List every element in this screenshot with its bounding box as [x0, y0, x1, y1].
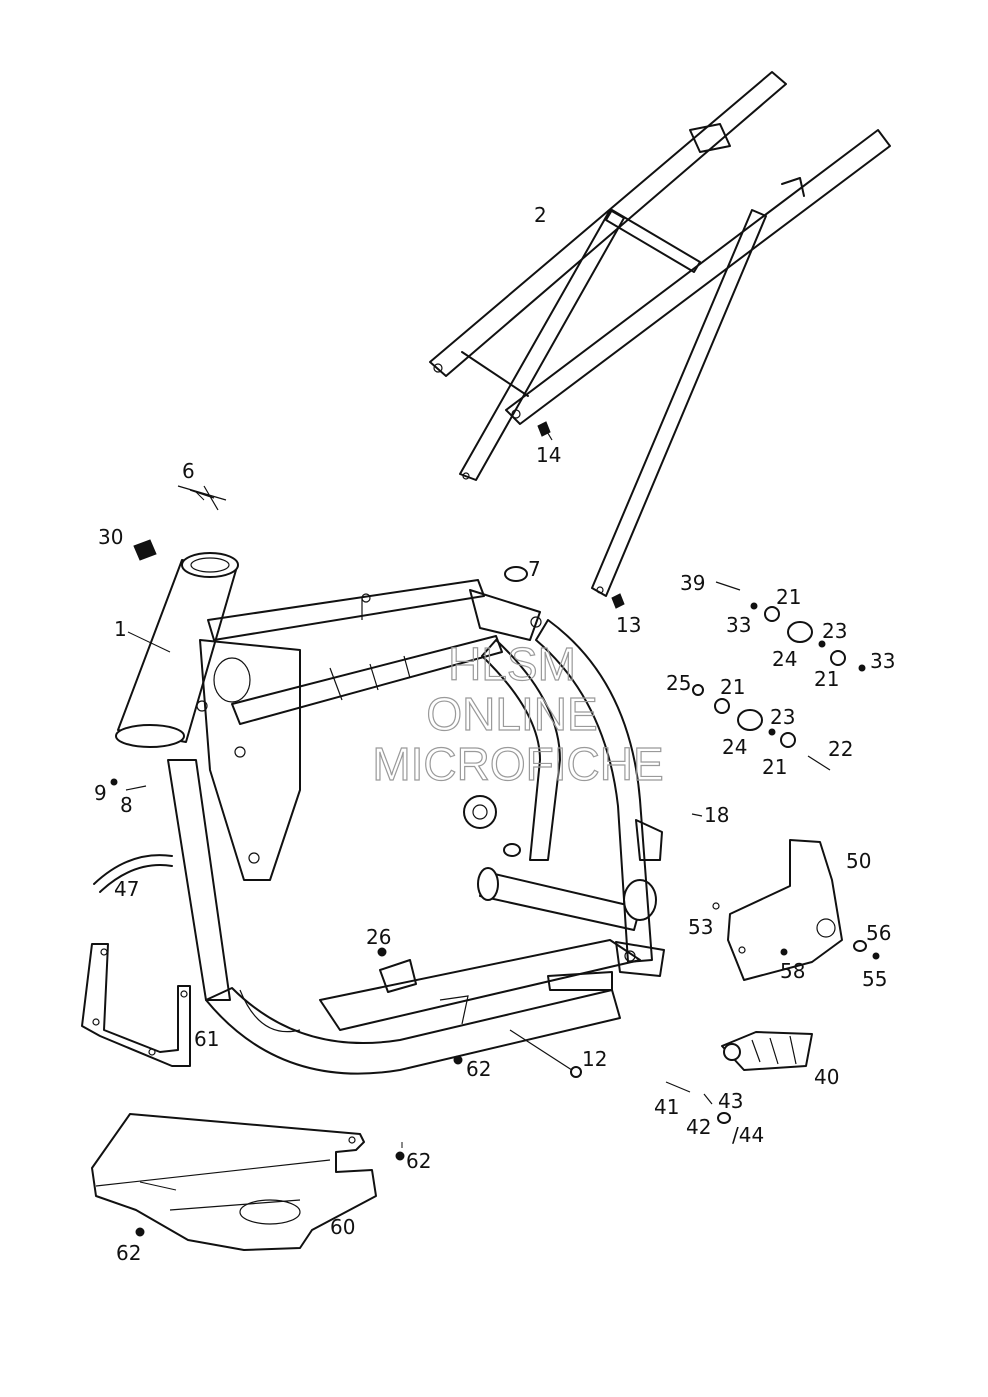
- callout-7: 7: [528, 557, 541, 581]
- hardware: [110, 421, 880, 1237]
- callout-21-b: 21: [814, 667, 839, 691]
- callout-2: 2: [534, 203, 547, 227]
- callout-30: 30: [98, 525, 123, 549]
- callout-33-b: 33: [870, 649, 895, 673]
- watermark-line-2: ONLINE: [426, 688, 597, 740]
- callout-8: 8: [120, 793, 133, 817]
- callout-40: 40: [814, 1065, 839, 1089]
- callout-56: 56: [866, 921, 891, 945]
- callout-44: /44: [732, 1123, 764, 1147]
- callout-43: 43: [718, 1089, 743, 1113]
- leader-lines: [127, 491, 403, 1191]
- callout-21-d: 21: [762, 755, 787, 779]
- callout-39: 39: [680, 571, 705, 595]
- guard-50: [727, 839, 843, 981]
- rear-subframe: [429, 71, 891, 597]
- callout-42: 42: [686, 1115, 711, 1139]
- callout-23-b: 23: [770, 705, 795, 729]
- callout-12: 12: [582, 1047, 607, 1071]
- callout-26: 26: [366, 925, 391, 949]
- footpeg-40: [721, 1031, 813, 1071]
- callout-25: 25: [666, 671, 691, 695]
- callout-61: 61: [194, 1027, 219, 1051]
- callout-13: 13: [616, 613, 641, 637]
- hose-47: [93, 854, 173, 893]
- callout-21-a: 21: [776, 585, 801, 609]
- callout-41: 41: [654, 1095, 679, 1119]
- callout-55: 55: [862, 967, 887, 991]
- callout-18: 18: [704, 803, 729, 827]
- callout-47: 47: [114, 877, 139, 901]
- callout-53: 53: [688, 915, 713, 939]
- bracket-61: [81, 943, 191, 1067]
- main-frame: [115, 552, 665, 1075]
- skid-plate: [91, 1113, 377, 1251]
- callout-24-b: 24: [722, 735, 747, 759]
- callout-labels: 1 2 6 7 8 9 12 13 14 18 21 21 21 21 22 2…: [94, 203, 895, 1265]
- callout-62-a: 62: [466, 1057, 491, 1081]
- callout-58: 58: [780, 959, 805, 983]
- callout-1: 1: [114, 617, 127, 641]
- callout-21-c: 21: [720, 675, 745, 699]
- callout-62-b: 62: [406, 1149, 431, 1173]
- callout-9: 9: [94, 781, 107, 805]
- callout-62-c: 62: [116, 1241, 141, 1265]
- callout-6: 6: [182, 459, 195, 483]
- watermark-line-3: MICROFICHE: [372, 738, 663, 790]
- callout-23-a: 23: [822, 619, 847, 643]
- callout-24-a: 24: [772, 647, 797, 671]
- watermark: HLSM ONLINE MICROFICHE: [372, 637, 665, 790]
- watermark-line-1: HLSM: [448, 638, 576, 690]
- callout-22: 22: [828, 737, 853, 761]
- callout-60: 60: [330, 1215, 355, 1239]
- callout-50: 50: [846, 849, 871, 873]
- callout-14: 14: [536, 443, 561, 467]
- callout-33-a: 33: [726, 613, 751, 637]
